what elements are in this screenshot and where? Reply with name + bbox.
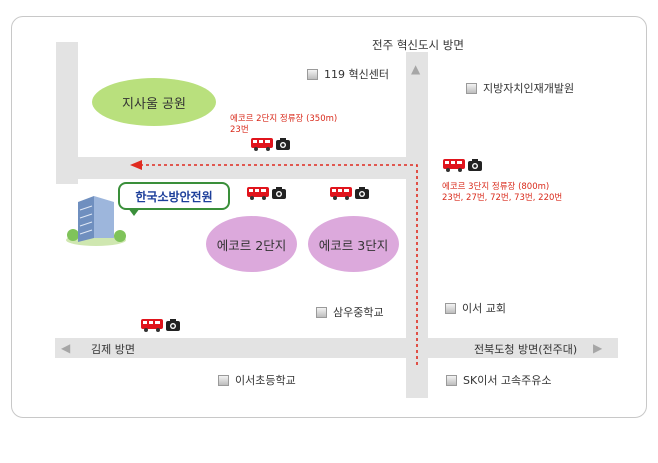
bus-icon: [330, 187, 352, 200]
bus-icon: [247, 187, 269, 200]
poi-middle-school: 삼우중학교: [316, 304, 384, 320]
road-horizontal-upper: [56, 157, 420, 179]
apartment-3: 에코르 3단지: [308, 216, 399, 272]
poi-gas-station-label: SK이서 고속주유소: [463, 374, 552, 387]
bus-stop-3-routes: 23번, 27번, 72번, 73번, 220번: [442, 193, 563, 203]
building-callout: 한국소방안전원: [118, 182, 230, 216]
park-area: 지사울 공원: [92, 78, 216, 126]
apartment-2: 에코르 2단지: [206, 216, 297, 272]
poi-fire-center-label: 119 혁신센터: [324, 68, 389, 81]
poi-church-label: 이서 교회: [462, 302, 506, 315]
apartment-2-label: 에코르 2단지: [216, 237, 287, 253]
bus-stop-2-routes: 23번: [230, 125, 249, 135]
direction-left-label: 김제 방면: [91, 343, 135, 356]
poi-gas-station: SK이서 고속주유소: [446, 372, 552, 388]
bus-stop-2-name: 에코르 2단지 정류장 (350m): [230, 114, 338, 124]
bus-icon: [141, 319, 163, 332]
building-icon: [66, 196, 126, 246]
arrow-right-icon: ▶: [593, 341, 603, 355]
direction-right-label: 전북도청 방면(전주대): [474, 343, 578, 356]
poi-marker-icon: [466, 82, 477, 94]
apartment-3-label: 에코르 3단지: [318, 237, 389, 253]
poi-church: 이서 교회: [445, 300, 506, 316]
arrow-left-icon: ◀: [61, 341, 71, 355]
poi-elementary-label: 이서초등학교: [235, 374, 296, 387]
poi-marker-icon: [445, 302, 456, 314]
camera-icon: [276, 138, 290, 150]
bus-icon: [443, 159, 465, 172]
building-label: 한국소방안전원: [135, 189, 213, 204]
poi-marker-icon: [316, 306, 327, 318]
road-vertical-left: [56, 42, 78, 184]
park-label: 지사울 공원: [122, 96, 186, 112]
poi-marker-icon: [446, 374, 457, 386]
camera-icon: [468, 159, 482, 171]
poi-local-dev-label: 지방자치인재개발원: [483, 82, 575, 95]
camera-icon: [166, 319, 180, 331]
poi-local-dev: 지방자치인재개발원: [466, 80, 574, 96]
direction-top-label: 전주 혁신도시 방면: [372, 38, 464, 52]
bus-stop-marker: [443, 158, 482, 172]
camera-icon: [272, 187, 286, 199]
bus-stop-marker: [247, 186, 286, 200]
bus-stop-marker: [141, 318, 180, 332]
bus-stop-3-name: 에코르 3단지 정류장 (800m): [442, 182, 550, 192]
poi-marker-icon: [307, 68, 318, 80]
bus-stop-marker: [330, 186, 369, 200]
poi-marker-icon: [218, 374, 229, 386]
poi-middle-school-label: 삼우중학교: [333, 306, 384, 319]
bus-stop-marker: [251, 137, 290, 151]
bus-icon: [251, 138, 273, 151]
camera-icon: [355, 187, 369, 199]
arrow-up-icon: ▲: [411, 62, 421, 76]
road-horizontal-lower: [55, 338, 618, 358]
poi-elementary: 이서초등학교: [218, 372, 296, 388]
poi-fire-center: 119 혁신센터: [307, 66, 389, 82]
